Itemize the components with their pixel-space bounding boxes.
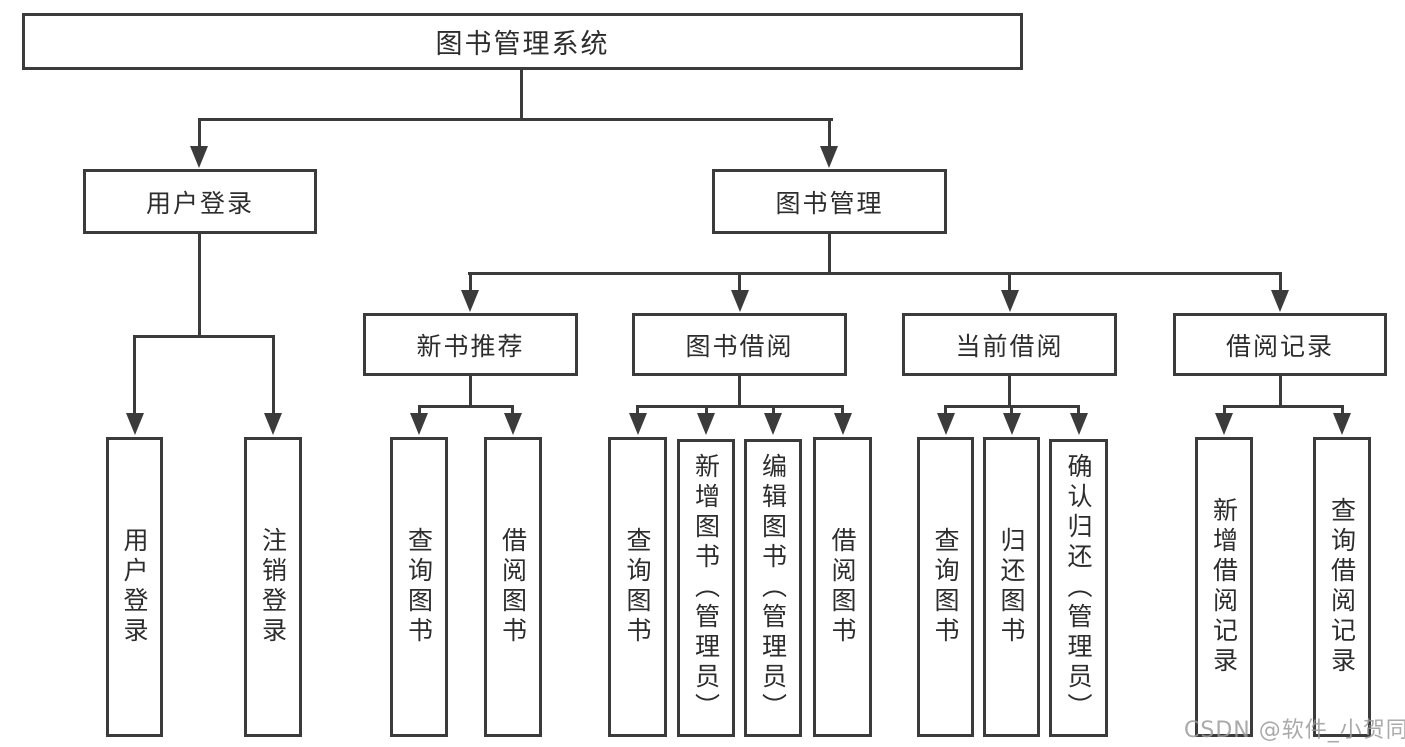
arrow-down-icon xyxy=(1070,413,1088,435)
leaf-query-borrow-record-label: 查询借阅记录 xyxy=(1327,497,1357,677)
leaf-borrow-book: 借阅图书 xyxy=(813,437,872,737)
arrow-down-icon xyxy=(834,413,852,435)
arrow-down-icon xyxy=(731,290,749,312)
arrow-down-icon xyxy=(461,290,479,312)
leaf-add-borrow-record-label: 新增借阅记录 xyxy=(1209,497,1239,677)
connector-drop xyxy=(1223,405,1226,413)
leaf-recommend-query-book: 查询图书 xyxy=(390,437,448,737)
leaf-edit-book-admin-label: 编辑图书（管理员） xyxy=(758,453,788,723)
leaf-edit-book-admin: 编辑图书（管理员） xyxy=(744,439,802,737)
node-borrow-record: 借阅记录 xyxy=(1173,313,1387,376)
connector-book-management-stem xyxy=(828,234,831,273)
connector-drop-book-management xyxy=(828,118,831,146)
node-book-management: 图书管理 xyxy=(712,169,947,234)
arrow-down-icon xyxy=(697,413,715,435)
connector-drop-leaf-logout xyxy=(272,335,275,413)
arrow-down-icon xyxy=(937,413,955,435)
leaf-borrow-query-book-label: 查询图书 xyxy=(623,527,652,647)
leaf-add-borrow-record: 新增借阅记录 xyxy=(1195,437,1253,737)
arrow-down-icon xyxy=(1271,290,1289,312)
leaf-add-book-admin: 新增图书（管理员） xyxy=(677,439,735,737)
arrow-down-icon xyxy=(1333,413,1351,435)
arrow-down-icon xyxy=(126,413,144,435)
leaf-logout: 注销登录 xyxy=(244,437,302,737)
leaf-add-book-admin-label: 新增图书（管理员） xyxy=(691,453,721,723)
leaf-return-book: 归还图书 xyxy=(983,437,1040,737)
node-book-management-label: 图书管理 xyxy=(775,188,884,218)
connector-drop-borrow-record xyxy=(1279,272,1282,290)
connector-user-login-horizontal xyxy=(133,335,275,338)
connector-level1-horizontal xyxy=(198,118,833,121)
leaf-logout-label: 注销登录 xyxy=(258,527,288,647)
connector-drop xyxy=(1077,405,1080,413)
leaf-current-query-book: 查询图书 xyxy=(917,437,974,737)
connector-root-stem xyxy=(520,70,523,118)
leaf-recommend-query-book-label: 查询图书 xyxy=(404,527,434,647)
connector-drop-current-borrow xyxy=(1008,272,1011,290)
arrow-down-icon xyxy=(504,413,522,435)
node-borrow-record-label: 借阅记录 xyxy=(1225,331,1334,361)
leaf-current-query-book-label: 查询图书 xyxy=(931,527,960,647)
connector-drop xyxy=(636,405,639,413)
leaf-borrow-query-book: 查询图书 xyxy=(608,437,667,737)
node-user-login-label: 用户登录 xyxy=(145,188,254,218)
node-root-label: 图书管理系统 xyxy=(435,29,610,60)
connector-drop xyxy=(772,405,775,413)
arrow-down-icon xyxy=(1003,413,1021,435)
connector-drop xyxy=(705,405,708,413)
leaf-confirm-return-admin: 确认归还（管理员） xyxy=(1049,439,1108,737)
arrow-down-icon xyxy=(1215,413,1233,435)
connector-current-borrow-stem xyxy=(1008,376,1011,405)
connector-drop xyxy=(944,405,947,413)
node-root: 图书管理系统 xyxy=(22,13,1023,70)
leaf-return-book-label: 归还图书 xyxy=(997,527,1026,647)
connector-recommend-stem xyxy=(469,376,472,405)
node-book-borrow: 图书借阅 xyxy=(632,313,847,376)
node-new-book-recommend-label: 新书推荐 xyxy=(416,331,525,361)
connector-drop xyxy=(511,405,514,413)
leaf-borrow-book-label: 借阅图书 xyxy=(828,527,857,647)
connector-drop-user-login xyxy=(198,118,201,146)
csdn-watermark: CSDN @软件_小贺同学 xyxy=(1184,718,1405,743)
connector-recommend-horizontal xyxy=(418,405,514,408)
connector-borrow-record-horizontal xyxy=(1223,405,1344,408)
arrow-down-icon xyxy=(764,413,782,435)
arrow-down-icon xyxy=(410,413,428,435)
arrow-down-icon xyxy=(629,413,647,435)
connector-drop xyxy=(841,405,844,413)
connector-book-borrow-stem xyxy=(738,376,741,405)
node-book-borrow-label: 图书借阅 xyxy=(685,331,794,361)
leaf-query-borrow-record: 查询借阅记录 xyxy=(1313,437,1371,737)
connector-drop xyxy=(1341,405,1344,413)
arrow-down-icon xyxy=(820,146,838,168)
arrow-down-icon xyxy=(264,413,282,435)
connector-drop xyxy=(418,405,421,413)
node-current-borrow-label: 当前借阅 xyxy=(955,331,1064,361)
node-current-borrow: 当前借阅 xyxy=(902,313,1117,376)
connector-book-borrow-horizontal xyxy=(636,405,844,408)
node-user-login: 用户登录 xyxy=(83,169,317,234)
connector-drop-leaf-user-login xyxy=(133,335,136,413)
leaf-recommend-borrow-book-label: 借阅图书 xyxy=(498,527,528,647)
connector-user-login-stem xyxy=(198,234,201,335)
leaf-recommend-borrow-book: 借阅图书 xyxy=(484,437,542,737)
leaf-user-login: 用户登录 xyxy=(106,437,163,737)
arrow-down-icon xyxy=(190,146,208,168)
leaf-user-login-label: 用户登录 xyxy=(120,527,149,647)
node-new-book-recommend: 新书推荐 xyxy=(363,313,578,376)
arrow-down-icon xyxy=(1001,290,1019,312)
connector-drop-book-borrow xyxy=(738,272,741,290)
connector-drop xyxy=(1010,405,1013,413)
connector-borrow-record-stem xyxy=(1279,376,1282,405)
leaf-confirm-return-admin-label: 确认归还（管理员） xyxy=(1064,453,1093,723)
connector-level3-horizontal xyxy=(468,272,1282,275)
connector-drop-new-book-recommend xyxy=(469,272,472,290)
